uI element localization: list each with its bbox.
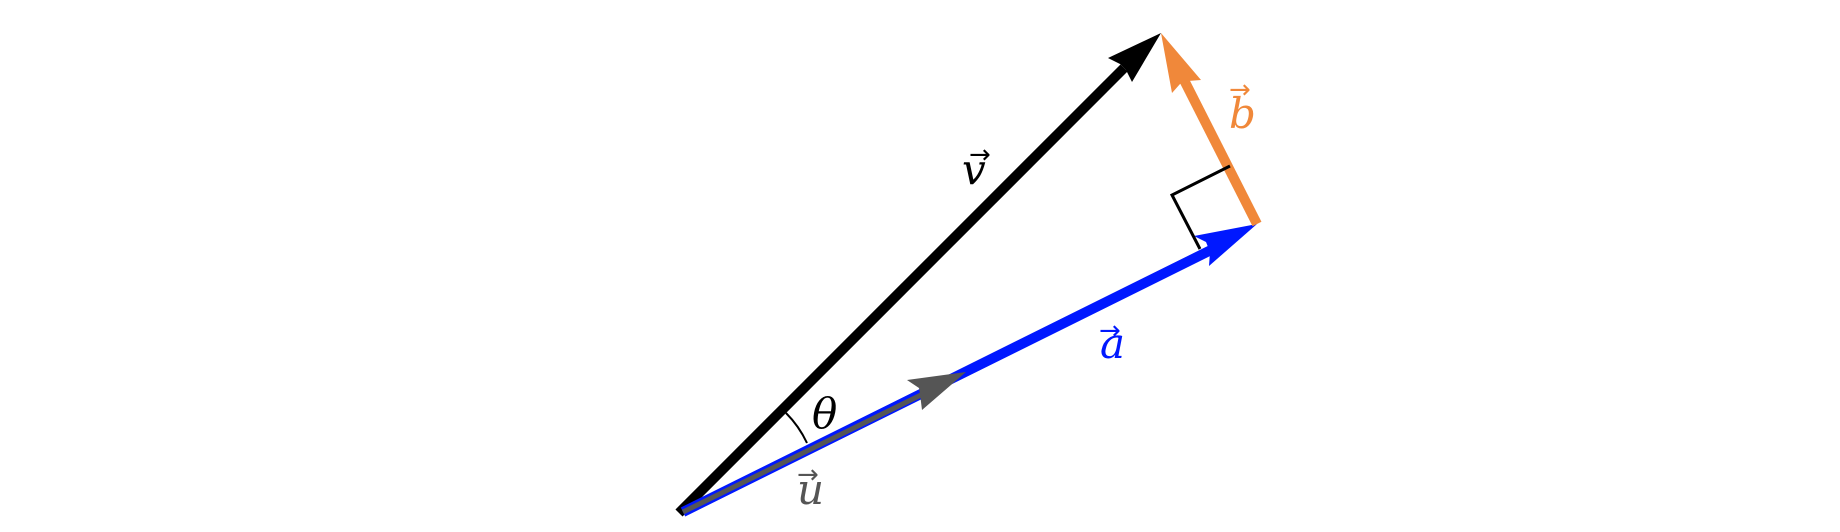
label-a-arrow: → [1099,316,1121,346]
label-a: → a [1099,316,1125,368]
angle-theta-arc [785,412,808,444]
label-u: → u [797,460,824,514]
vector-b [1161,33,1262,227]
vector-u-arrowhead [907,372,966,410]
vector-u-shaft [681,388,931,515]
label-b: → b [1229,75,1256,138]
vector-v [675,33,1161,517]
vector-b-shaft [1179,77,1262,227]
label-u-arrow: → [797,460,819,490]
label-v: → v [962,140,991,194]
label-v-text: v [962,145,986,194]
label-v-arrow: → [969,140,991,170]
label-b-arrow: → [1229,75,1251,105]
vector-b-arrowhead [1161,33,1201,93]
vector-a-arrowhead [1194,224,1257,266]
label-a-text: a [1100,319,1125,368]
label-u-text: u [797,465,824,514]
vector-v-arrowhead [1108,33,1161,82]
vector-u [681,372,966,515]
label-theta: θ [812,389,837,438]
label-b-text: b [1229,89,1256,138]
vector-v-shaft [675,64,1128,517]
right-angle-mark [1169,164,1231,250]
